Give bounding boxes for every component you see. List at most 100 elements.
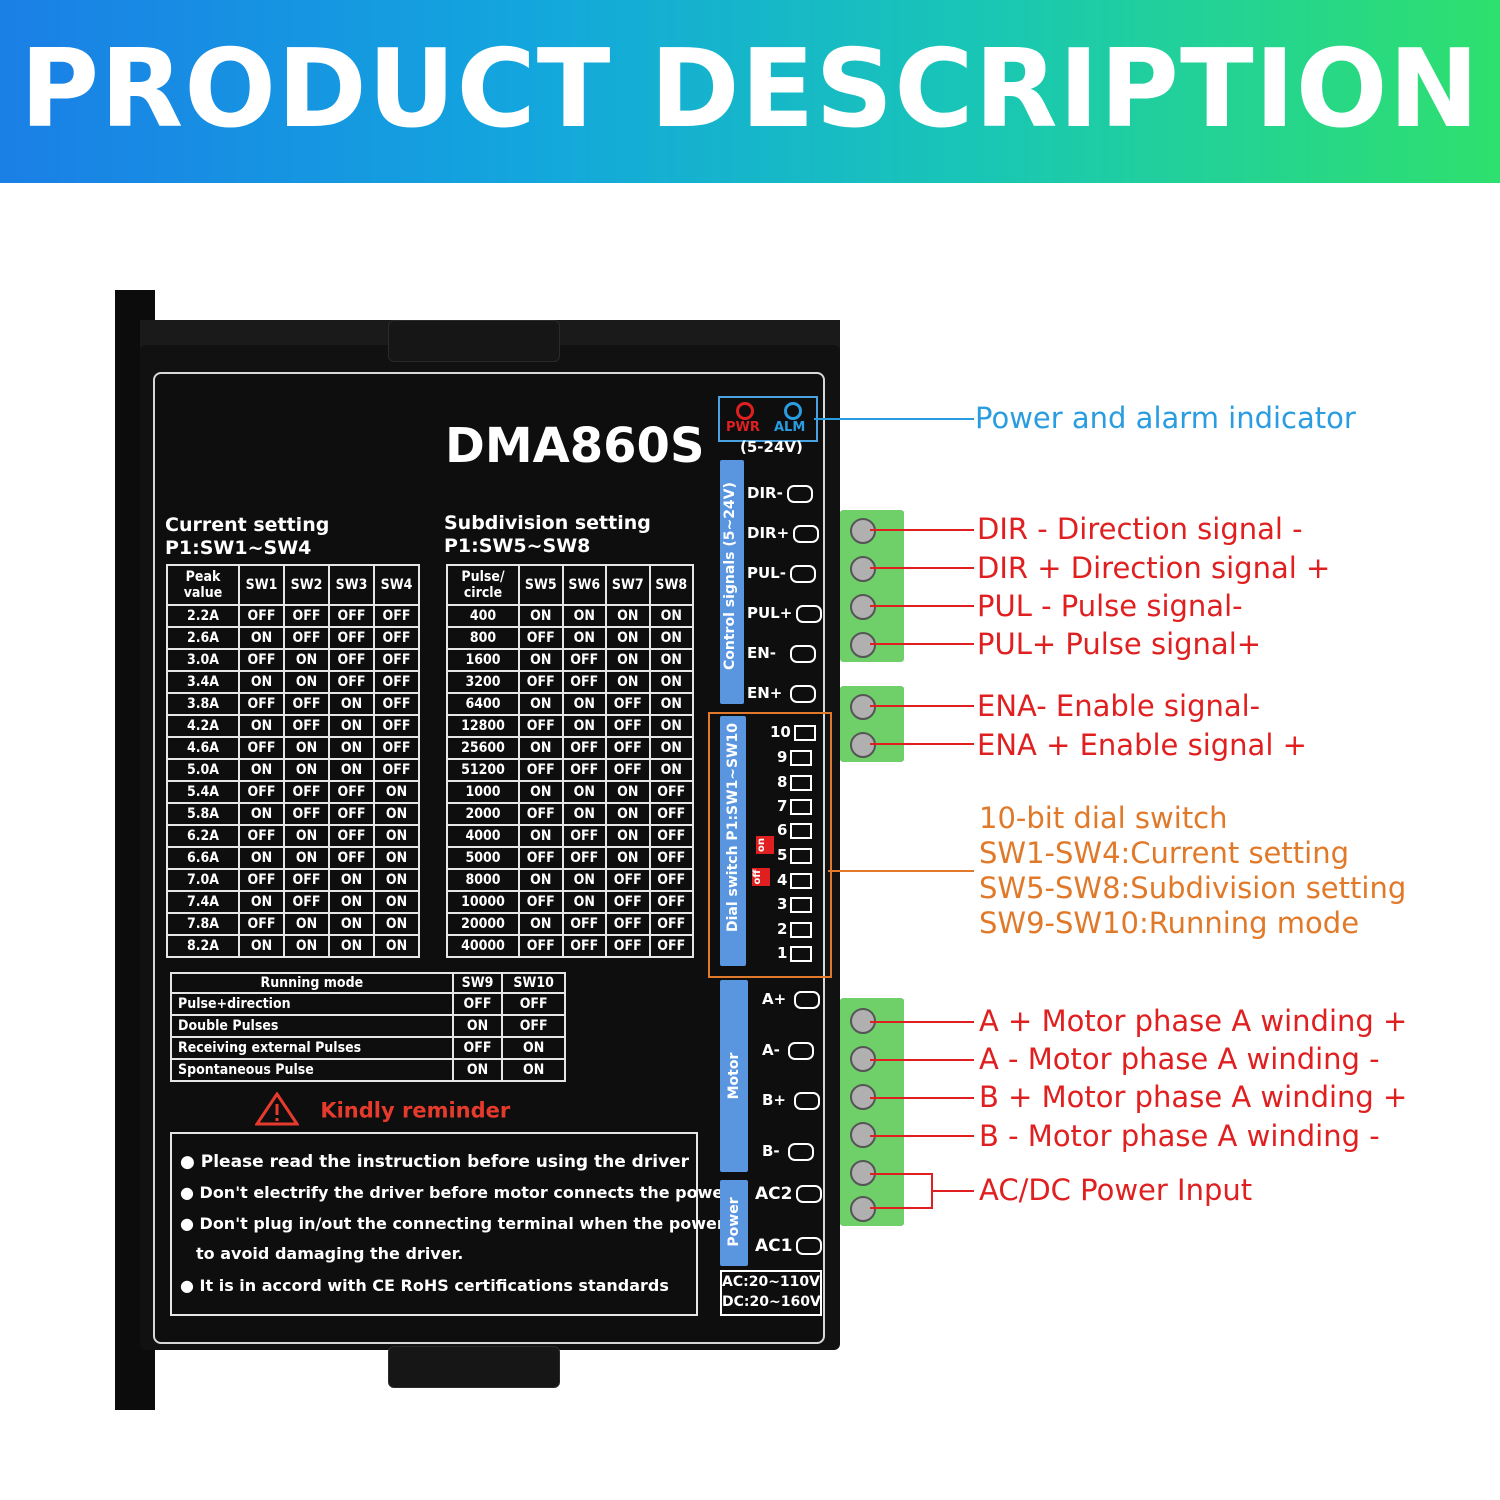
callout-dial-line: SW9-SW10:Running mode — [979, 906, 1360, 940]
dial-switch-panel — [720, 716, 746, 966]
note-item: to avoid damaging the driver. — [196, 1244, 464, 1263]
table-cell: 20000 — [446, 912, 520, 936]
subdivision-subtitle: P1:SW5~SW8 — [444, 535, 591, 557]
callout-line — [931, 1190, 974, 1192]
table-cell: ON — [373, 802, 420, 826]
table-cell: 5.4A — [166, 780, 240, 804]
table-cell: 25600 — [446, 736, 520, 760]
table-cell: ON — [501, 1058, 566, 1082]
table-cell: ON — [373, 824, 420, 848]
current-subtitle: P1:SW1~SW4 — [165, 537, 312, 559]
table-cell: ON — [605, 648, 651, 672]
dial-switch[interactable]: 3 — [777, 895, 813, 913]
table-cell: OFF — [328, 670, 375, 694]
table-cell: OFF — [605, 714, 651, 738]
table-cell: OFF — [373, 736, 420, 760]
table-cell: ON — [561, 780, 607, 804]
screw-icon[interactable] — [850, 1196, 876, 1222]
pin-dir-plus: DIR+ — [747, 524, 820, 543]
dial-switch[interactable]: 7 — [777, 797, 813, 815]
table-header-cell: Running mode — [170, 972, 454, 994]
table-cell: OFF — [238, 824, 285, 848]
table-cell: ON — [238, 802, 285, 826]
table-cell: OFF — [373, 626, 420, 650]
switch-icon — [790, 774, 813, 791]
switch-icon — [790, 896, 813, 913]
table-cell: 800 — [446, 626, 520, 650]
table-cell: ON — [648, 758, 694, 782]
table-cell: 5.8A — [166, 802, 240, 826]
dial-switch[interactable]: 5 — [777, 846, 813, 864]
table-cell: OFF — [328, 846, 375, 870]
table-cell: 4000 — [446, 824, 520, 848]
table-cell: 3.0A — [166, 648, 240, 672]
table-cell: OFF — [648, 780, 694, 804]
table-cell: 8000 — [446, 868, 520, 892]
switch-icon — [790, 749, 813, 766]
screw-icon[interactable] — [850, 518, 876, 544]
table-cell: 1000 — [446, 780, 520, 804]
table-cell: ON — [451, 1058, 504, 1082]
terminal-slot-icon — [796, 1237, 823, 1255]
dial-switch[interactable]: 6 — [777, 821, 813, 839]
motor-panel — [720, 980, 748, 1172]
terminal-slot-icon — [789, 564, 816, 583]
screw-icon[interactable] — [850, 732, 876, 758]
screw-icon[interactable] — [850, 632, 876, 658]
table-header-cell: SW7 — [605, 564, 651, 606]
callout-line — [870, 605, 974, 607]
power-rating: AC:20~110V DC:20~160V — [720, 1270, 822, 1316]
callout-dial-line: SW1-SW4:Current setting — [979, 836, 1349, 870]
banner-title: PRODUCT DESCRIPTION — [19, 27, 1481, 152]
table-cell: 3.4A — [166, 670, 240, 694]
table-cell: OFF — [518, 714, 564, 738]
terminal-slot-icon — [796, 1185, 823, 1203]
table-cell: OFF — [328, 648, 375, 672]
table-cell: OFF — [648, 934, 694, 958]
dial-switch[interactable]: 2 — [777, 920, 813, 938]
table-cell: OFF — [561, 912, 607, 936]
callout-line — [870, 705, 974, 707]
dial-switch[interactable]: 10 — [770, 723, 816, 741]
table-cell: OFF — [328, 604, 375, 628]
table-cell: ON — [605, 824, 651, 848]
table-cell: OFF — [561, 670, 607, 694]
dial-switch[interactable]: 9 — [777, 748, 813, 766]
callout-ena-minus: ENA- Enable signal- — [977, 689, 1261, 723]
dial-switch[interactable]: 1 — [777, 944, 813, 962]
screw-icon[interactable] — [850, 694, 876, 720]
table-cell: ON — [238, 934, 285, 958]
table-cell: ON — [561, 714, 607, 738]
reminder-title: Kindly reminder — [320, 1098, 511, 1123]
table-cell: OFF — [238, 648, 285, 672]
table-cell: ON — [283, 648, 330, 672]
table-cell: OFF — [518, 670, 564, 694]
dial-switch[interactable]: 4 — [777, 871, 813, 889]
table-cell: OFF — [451, 1036, 504, 1060]
callout-dial-title: 10-bit dial switch — [979, 801, 1228, 835]
screw-icon[interactable] — [850, 594, 876, 620]
terminal-slot-icon — [786, 484, 813, 503]
screw-icon[interactable] — [850, 1046, 876, 1072]
switch-icon — [790, 798, 813, 815]
table-cell: 3.8A — [166, 692, 240, 716]
callout-dial-line: SW5-SW8:Subdivision setting — [979, 871, 1407, 905]
table-cell: OFF — [518, 846, 564, 870]
table-cell: ON — [605, 846, 651, 870]
table-cell: OFF — [283, 868, 330, 892]
table-cell: Receiving external Pulses — [170, 1036, 454, 1060]
table-cell: ON — [648, 626, 694, 650]
dial-switch[interactable]: 8 — [777, 773, 813, 791]
table-cell: 2000 — [446, 802, 520, 826]
table-cell: OFF — [518, 802, 564, 826]
pin-a-minus: A- — [762, 1041, 814, 1060]
screw-icon[interactable] — [850, 556, 876, 582]
table-cell: OFF — [238, 912, 285, 936]
